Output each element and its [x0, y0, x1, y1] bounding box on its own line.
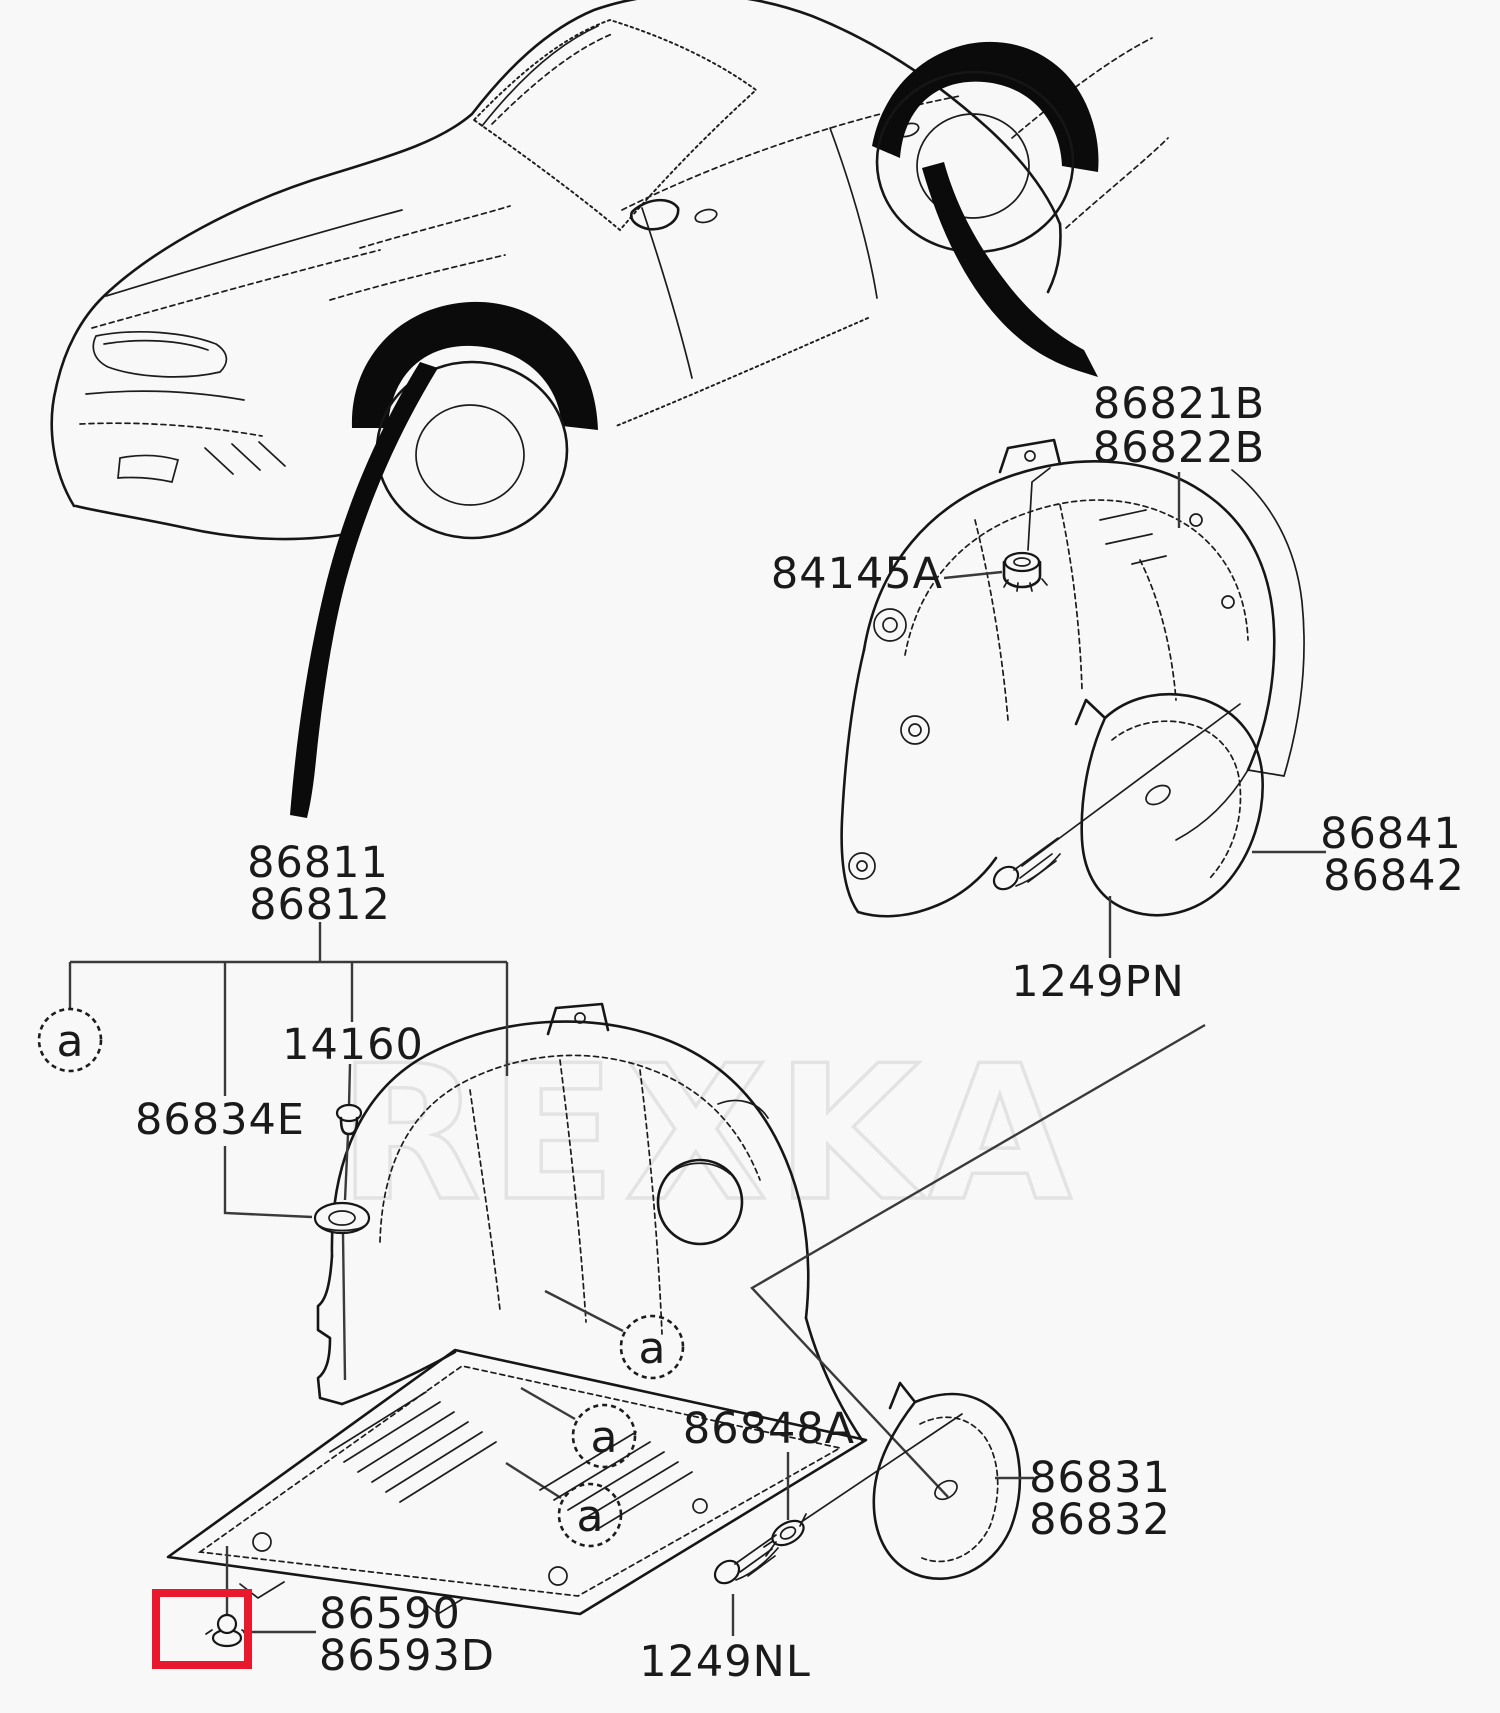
grommet-86590-icon [205, 1613, 249, 1648]
underbody-cover-part [166, 1348, 868, 1616]
undercover-clip-part [152, 1546, 316, 1669]
front-wheel-arch [351, 301, 598, 430]
front-mud-guard-part [713, 1381, 1022, 1585]
label-bracket [68, 922, 509, 1381]
rear-arrow-swoosh [922, 162, 1098, 377]
label-1249pn: 1249PN [1011, 957, 1185, 1007]
label-86812: 86812 [249, 880, 391, 930]
screw-1249pn-icon [992, 837, 1061, 891]
label-84145a: 84145A [771, 549, 943, 599]
callout-a-4: a [577, 1491, 604, 1542]
label-86822b: 86822B [1093, 423, 1265, 473]
label-86832: 86832 [1029, 1495, 1171, 1545]
watermark-text: REXKA [338, 1025, 1080, 1242]
callout-a-3: a [591, 1412, 618, 1463]
label-14160: 14160 [282, 1020, 424, 1070]
leader-lines [731, 472, 1326, 1636]
highlight-box [152, 1589, 252, 1669]
label-86811: 86811 [247, 838, 389, 888]
label-86842: 86842 [1323, 851, 1465, 901]
washer-86834e-icon [313, 1201, 371, 1235]
callout-a-2: a [639, 1323, 666, 1374]
rear-mud-guard-part [992, 693, 1264, 917]
label-1249nl: 1249NL [639, 1637, 811, 1687]
label-86831: 86831 [1029, 1453, 1171, 1503]
rear-wheel-guard-part [840, 438, 1305, 918]
front-arrow-swoosh [290, 362, 438, 818]
front-wheel-guard-part [316, 1002, 1206, 1500]
callout-a-1: a [57, 1016, 84, 1067]
clip-14160-icon [335, 1103, 363, 1136]
label-86593d: 86593D [319, 1631, 495, 1681]
callout-a-group: a a a a [37, 1007, 685, 1548]
rear-wheel-arch [872, 41, 1099, 172]
label-86821b: 86821B [1093, 379, 1265, 429]
label-86834e: 86834E [135, 1095, 305, 1145]
screw-1249nl-icon [713, 1534, 779, 1585]
label-86590: 86590 [319, 1589, 461, 1639]
label-86848a: 86848A [683, 1404, 855, 1454]
label-86841: 86841 [1320, 809, 1462, 859]
car-sketch [50, 0, 1169, 541]
part-labels: 86821B 86822B 84145A 86841 86842 1249PN … [135, 379, 1465, 1687]
nut-84145a-icon [1002, 467, 1051, 592]
